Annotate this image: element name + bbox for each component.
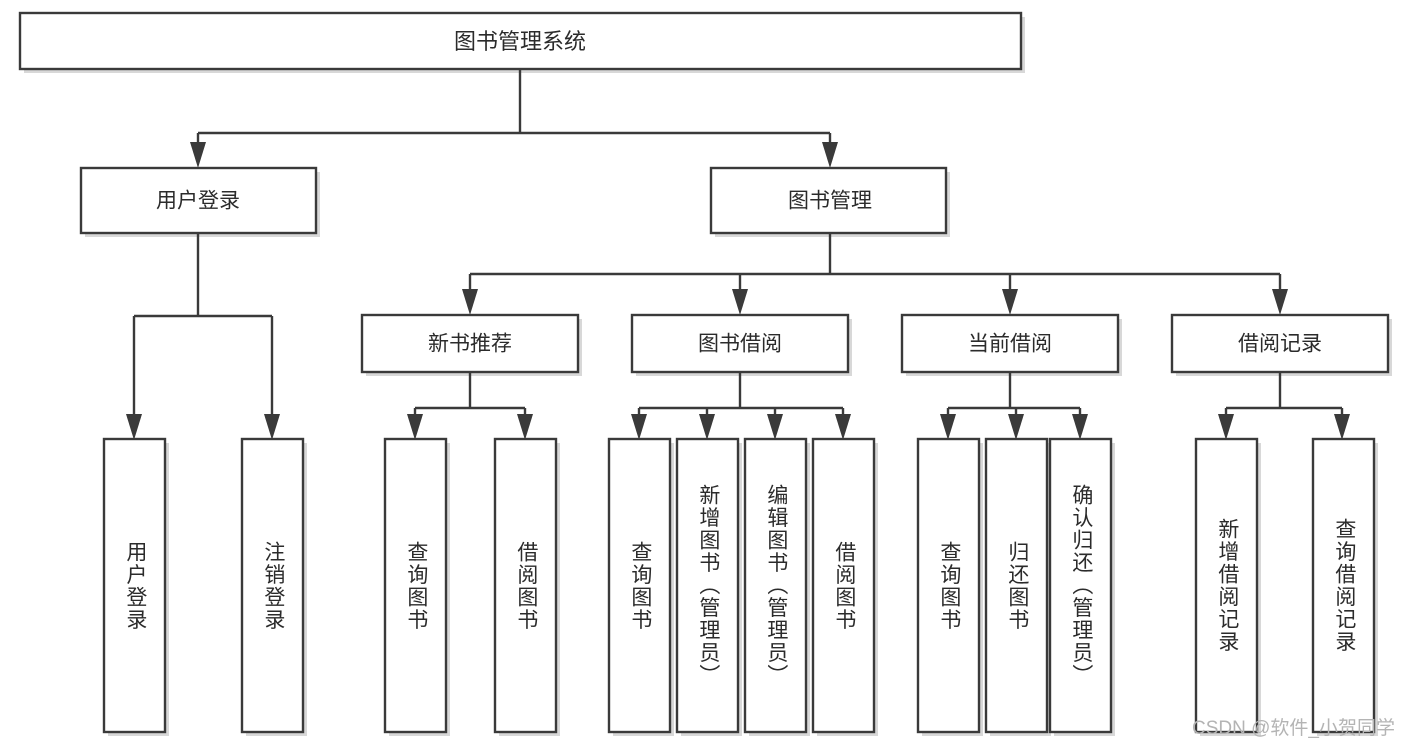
leaf-box-login-1[interactable] (240, 437, 307, 736)
node-login[interactable]: 用户登录 (79, 166, 320, 237)
arrow-head-icon (462, 289, 478, 315)
leaf-box-newbook-1[interactable] (493, 437, 560, 736)
arrow-head-icon (822, 142, 838, 168)
leaf-box-newbook-0[interactable] (383, 437, 450, 736)
leaf-box-borrow-0[interactable] (607, 437, 674, 736)
arrow-head-icon (1272, 289, 1288, 315)
leaf-box-current-1[interactable] (984, 437, 1051, 736)
arrow-head-icon (835, 414, 851, 440)
arrow-head-icon (940, 414, 956, 440)
leaf-box-current-2[interactable] (1048, 437, 1115, 736)
connector-root-to-level2 (190, 69, 838, 168)
connector-login-to-leaves (126, 233, 280, 440)
node-newbook-label: 新书推荐 (428, 333, 512, 356)
arrow-head-icon (631, 414, 647, 440)
node-root-label: 图书管理系统 (454, 29, 586, 54)
node-root[interactable]: 图书管理系统 (18, 11, 1025, 73)
node-bookmgmt[interactable]: 图书管理 (709, 166, 950, 237)
leaf-box-borrow-2[interactable] (743, 437, 810, 736)
connector-borrow-to-leaves (631, 372, 851, 440)
connector-bookmgmt-to-level3 (462, 233, 1288, 315)
node-bookmgmt-label: 图书管理 (788, 190, 872, 213)
node-newbook[interactable]: 新书推荐 (360, 313, 582, 376)
node-current[interactable]: 当前借阅 (900, 313, 1122, 376)
leaf-box-borrow-3[interactable] (811, 437, 878, 736)
leaf-box-login-0[interactable] (102, 437, 169, 736)
arrow-head-icon (1072, 414, 1088, 440)
arrow-head-icon (264, 414, 280, 440)
leaf-box-borrow-1[interactable] (675, 437, 742, 736)
arrow-head-icon (1002, 289, 1018, 315)
node-record[interactable]: 借阅记录 (1170, 313, 1392, 376)
arrow-head-icon (1008, 414, 1024, 440)
connector-record-to-leaves (1218, 372, 1350, 440)
node-borrow[interactable]: 图书借阅 (630, 313, 852, 376)
arrow-head-icon (517, 414, 533, 440)
arrow-head-icon (126, 414, 142, 440)
leaf-box-current-0[interactable] (916, 437, 983, 736)
arrow-head-icon (190, 142, 206, 168)
arrow-head-icon (767, 414, 783, 440)
node-login-label: 用户登录 (156, 190, 240, 213)
arrow-head-icon (407, 414, 423, 440)
arrow-head-icon (732, 289, 748, 315)
arrow-head-icon (699, 414, 715, 440)
connector-current-to-leaves (940, 372, 1088, 440)
node-borrow-label: 图书借阅 (698, 333, 782, 356)
arrow-head-icon (1218, 414, 1234, 440)
connector-newbook-to-leaves (407, 372, 533, 440)
node-current-label: 当前借阅 (968, 333, 1052, 356)
leaf-box-record-0[interactable] (1194, 437, 1261, 736)
node-record-label: 借阅记录 (1238, 333, 1322, 356)
csdn-watermark: CSDN @软件_小贺同学 (1192, 718, 1395, 739)
arrow-head-icon (1334, 414, 1350, 440)
leaf-box-record-1[interactable] (1311, 437, 1378, 736)
